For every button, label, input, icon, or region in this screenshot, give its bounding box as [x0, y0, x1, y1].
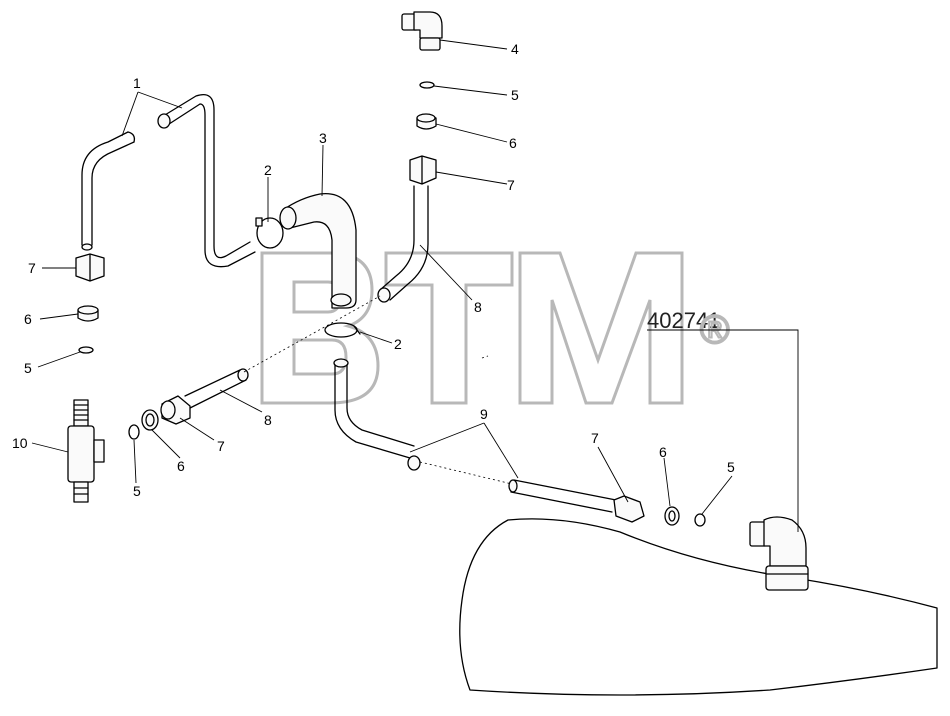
- callout-1: 1: [133, 75, 141, 91]
- tube-1: [159, 93, 256, 268]
- callout-3: 3: [319, 130, 327, 146]
- callout-7-right: 7: [591, 430, 599, 446]
- callout-5-top: 5: [511, 87, 519, 103]
- hose-clamp-2-top: [255, 217, 284, 249]
- elbow-fitting-4: [401, 11, 443, 51]
- callout-5-right: 5: [727, 459, 735, 475]
- sleeve-6-top: [416, 113, 437, 130]
- callout-6-left: 6: [24, 311, 32, 327]
- callout-5-lower: 5: [133, 483, 141, 499]
- nut-7-top: [409, 155, 437, 185]
- sleeve-6-left-lower: [141, 409, 159, 431]
- tube-8-left: [184, 369, 247, 409]
- o-ring-5-left: [78, 346, 94, 354]
- callout-5-left: 5: [24, 360, 32, 376]
- watermark-code: 402741: [647, 308, 720, 333]
- callout-10: 10: [12, 435, 28, 451]
- tube-9: [334, 363, 415, 459]
- callout-labels: 1 2 2 3 4 5 5 5 5 6 6 6 6 7 7 7 7 8 8 9 …: [12, 41, 735, 499]
- o-ring-5-right-lower: [694, 513, 706, 527]
- hose-clamp-2-mid: [324, 322, 358, 338]
- callout-8-left: 8: [264, 412, 272, 428]
- callout-2-mid: 2: [394, 336, 402, 352]
- callout-9: 9: [480, 406, 488, 422]
- callout-2-top: 2: [264, 162, 272, 178]
- callout-7-left: 7: [28, 260, 36, 276]
- sleeve-6-right-lower: [664, 506, 680, 526]
- hose-3: [282, 193, 357, 309]
- o-ring-5-left-lower: [128, 424, 140, 440]
- nut-7-right-lower: [613, 495, 645, 523]
- callout-7-lower: 7: [217, 438, 225, 454]
- btm-watermark: 402741 ®: [260, 251, 730, 405]
- callout-6-top: 6: [509, 135, 517, 151]
- elbow-fitting-housing: [749, 516, 809, 591]
- sleeve-6-left: [77, 305, 99, 322]
- tube-9-straight: [510, 479, 617, 513]
- o-ring-5-top: [419, 81, 435, 89]
- nut-7-left-lower: [160, 395, 191, 425]
- callout-7-top: 7: [507, 177, 515, 193]
- tee-adapter-10: [67, 399, 105, 503]
- callout-6-lower: 6: [177, 458, 185, 474]
- nut-7-left: [75, 253, 105, 282]
- housing-body: [459, 518, 938, 696]
- callout-4: 4: [511, 41, 519, 57]
- leader-lines: [31, 39, 799, 532]
- callout-6-right: 6: [659, 444, 667, 460]
- tube-8-right: [379, 185, 429, 301]
- callout-8-right: 8: [474, 299, 482, 315]
- tube-1-left: [81, 131, 135, 246]
